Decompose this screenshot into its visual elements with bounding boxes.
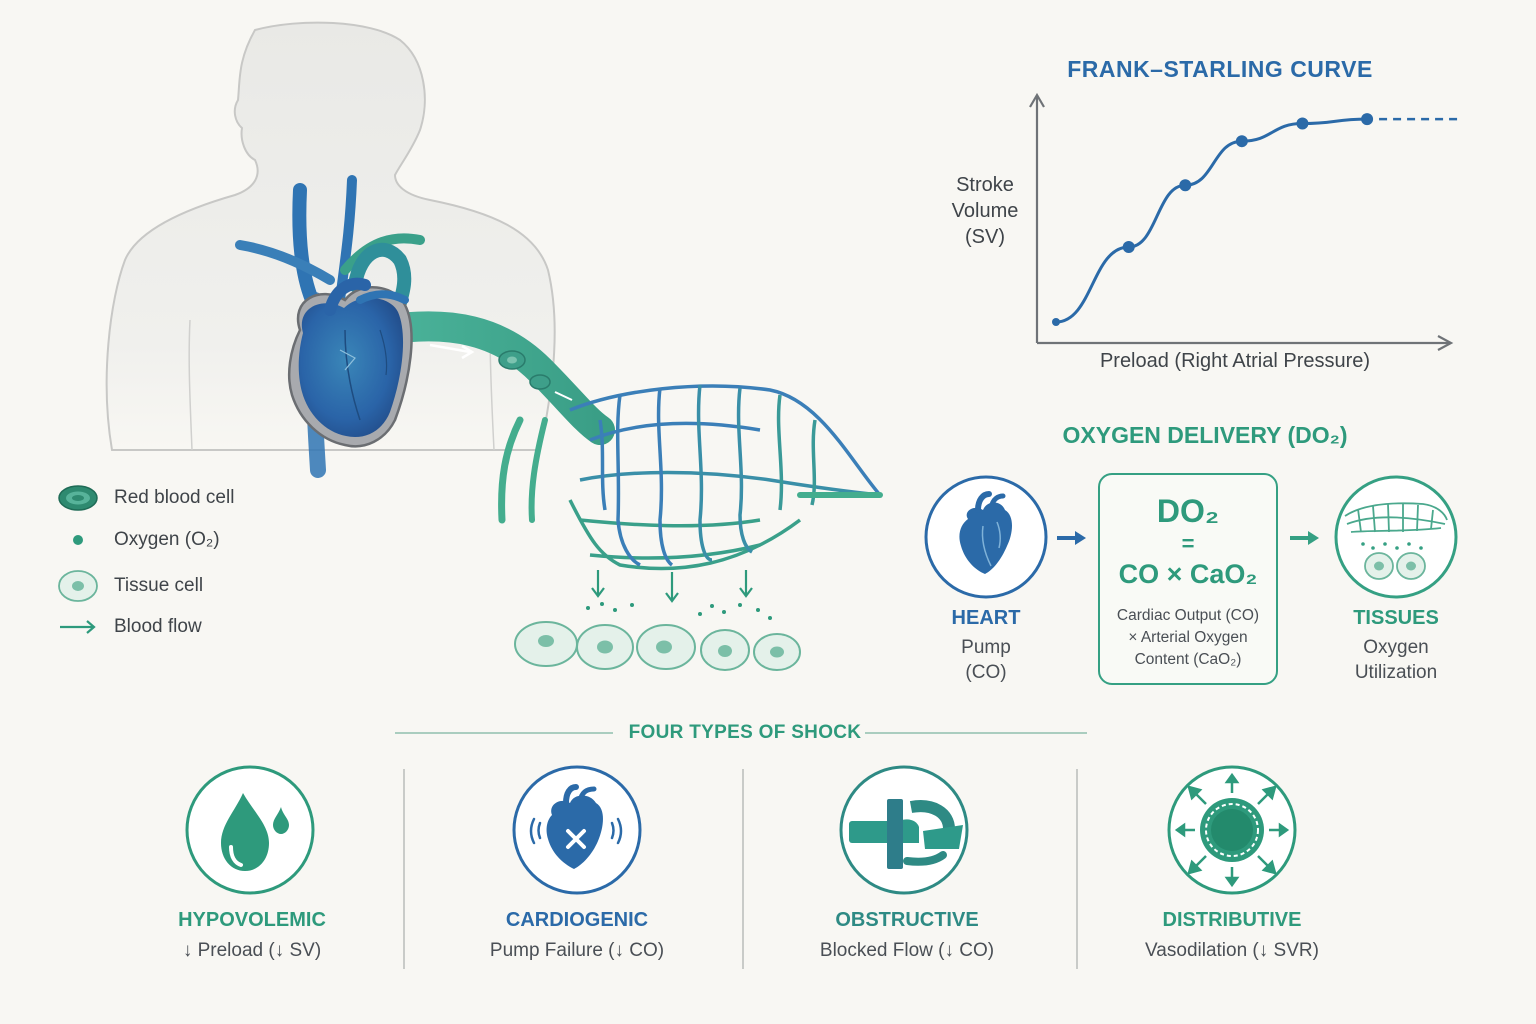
legend-label-oxygen: Oxygen (O₂) xyxy=(114,529,220,550)
arrow-right-icon xyxy=(1057,531,1086,545)
red-blood-cell-icon xyxy=(56,484,100,512)
oxygen-dot-icon xyxy=(56,530,100,550)
shock-type-desc: Vasodilation (↓ SVR) xyxy=(1145,940,1319,961)
capillary-network xyxy=(568,384,882,571)
blocked-vessel-icon xyxy=(839,765,969,895)
shock-dividers xyxy=(403,769,1078,969)
legend-label-tissue-cell: Tissue cell xyxy=(114,575,204,596)
shock-type-name: OBSTRUCTIVE xyxy=(835,909,979,931)
tissues-node-subtitle: Oxygen Utilization xyxy=(1354,637,1438,683)
formula-co-cao2: CO × CaO₂ xyxy=(1118,559,1258,589)
formula-equals: = xyxy=(1181,531,1195,556)
oxygen-delivery-title: OXYGEN DELIVERY (DO₂) xyxy=(1062,422,1348,448)
curve-point xyxy=(1361,113,1374,126)
chart-axes xyxy=(1029,92,1454,351)
heart-node-icon xyxy=(924,475,1048,599)
curve-point xyxy=(1296,117,1309,130)
shock-type-desc: Blocked Flow (↓ CO) xyxy=(819,940,995,961)
heart-node-subtitle: Pump (CO) xyxy=(961,637,1011,683)
shock-type-name: HYPOVOLEMIC xyxy=(178,909,326,931)
artery xyxy=(370,311,615,445)
curve-point xyxy=(1052,318,1060,326)
tissues-node-icon xyxy=(1334,475,1458,599)
x-axis-label: Preload (Right Atrial Pressure) xyxy=(1099,350,1371,372)
curve-point xyxy=(1179,179,1192,192)
shock-type-name: CARDIOGENIC xyxy=(505,909,649,931)
shock-section-title: FOUR TYPES OF SHOCK xyxy=(628,722,862,743)
chart-title: FRANK–STARLING CURVE xyxy=(1067,56,1373,82)
chart-series xyxy=(1052,113,1460,326)
y-axis-label: Stroke Volume (SV) xyxy=(951,174,1019,248)
oxygen-arrows xyxy=(591,570,753,603)
arrow-right-icon xyxy=(1290,531,1319,545)
water-drops-icon xyxy=(185,765,315,895)
curve-line xyxy=(1055,117,1368,324)
do2-formula-box: DO₂ = CO × CaO₂ Cardiac Output (CO) × Ar… xyxy=(1098,473,1278,685)
legend-label-blood-flow: Blood flow xyxy=(114,616,202,637)
vasodilation-icon xyxy=(1167,765,1297,895)
tissue-cell-icon xyxy=(56,569,100,603)
heart-node-title: HEART xyxy=(951,607,1021,629)
frank-starling-chart xyxy=(1029,92,1460,351)
legend-red-blood-cell: Red blood cell xyxy=(56,484,234,512)
curve-point xyxy=(1122,241,1135,254)
oxygen-dots xyxy=(586,602,772,620)
circulation-illustration xyxy=(105,21,883,671)
blood-flow-arrow-icon xyxy=(56,617,100,637)
shock-type-desc: Pump Failure (↓ CO) xyxy=(489,940,665,961)
legend-tissue-cell: Tissue cell xyxy=(56,569,203,603)
formula-do2: DO₂ xyxy=(1156,493,1220,529)
shock-type-desc: ↓ Preload (↓ SV) xyxy=(182,940,322,961)
curve-point xyxy=(1235,135,1248,148)
legend-blood-flow: Blood flow xyxy=(56,616,202,638)
legend-label-red-blood-cell: Red blood cell xyxy=(114,487,235,508)
tissue-cells xyxy=(514,621,801,671)
torso-silhouette xyxy=(105,21,556,451)
legend-oxygen: Oxygen (O₂) xyxy=(56,529,220,551)
tissues-node-title: TISSUES xyxy=(1353,607,1439,629)
formula-description: Cardiac Output (CO) × Arterial Oxygen Co… xyxy=(1116,607,1260,668)
shock-section-rule xyxy=(395,732,1087,734)
heart-failure-icon xyxy=(512,765,642,895)
shock-type-name: DISTRIBUTIVE xyxy=(1162,909,1302,931)
heart-anatomy xyxy=(287,277,413,448)
